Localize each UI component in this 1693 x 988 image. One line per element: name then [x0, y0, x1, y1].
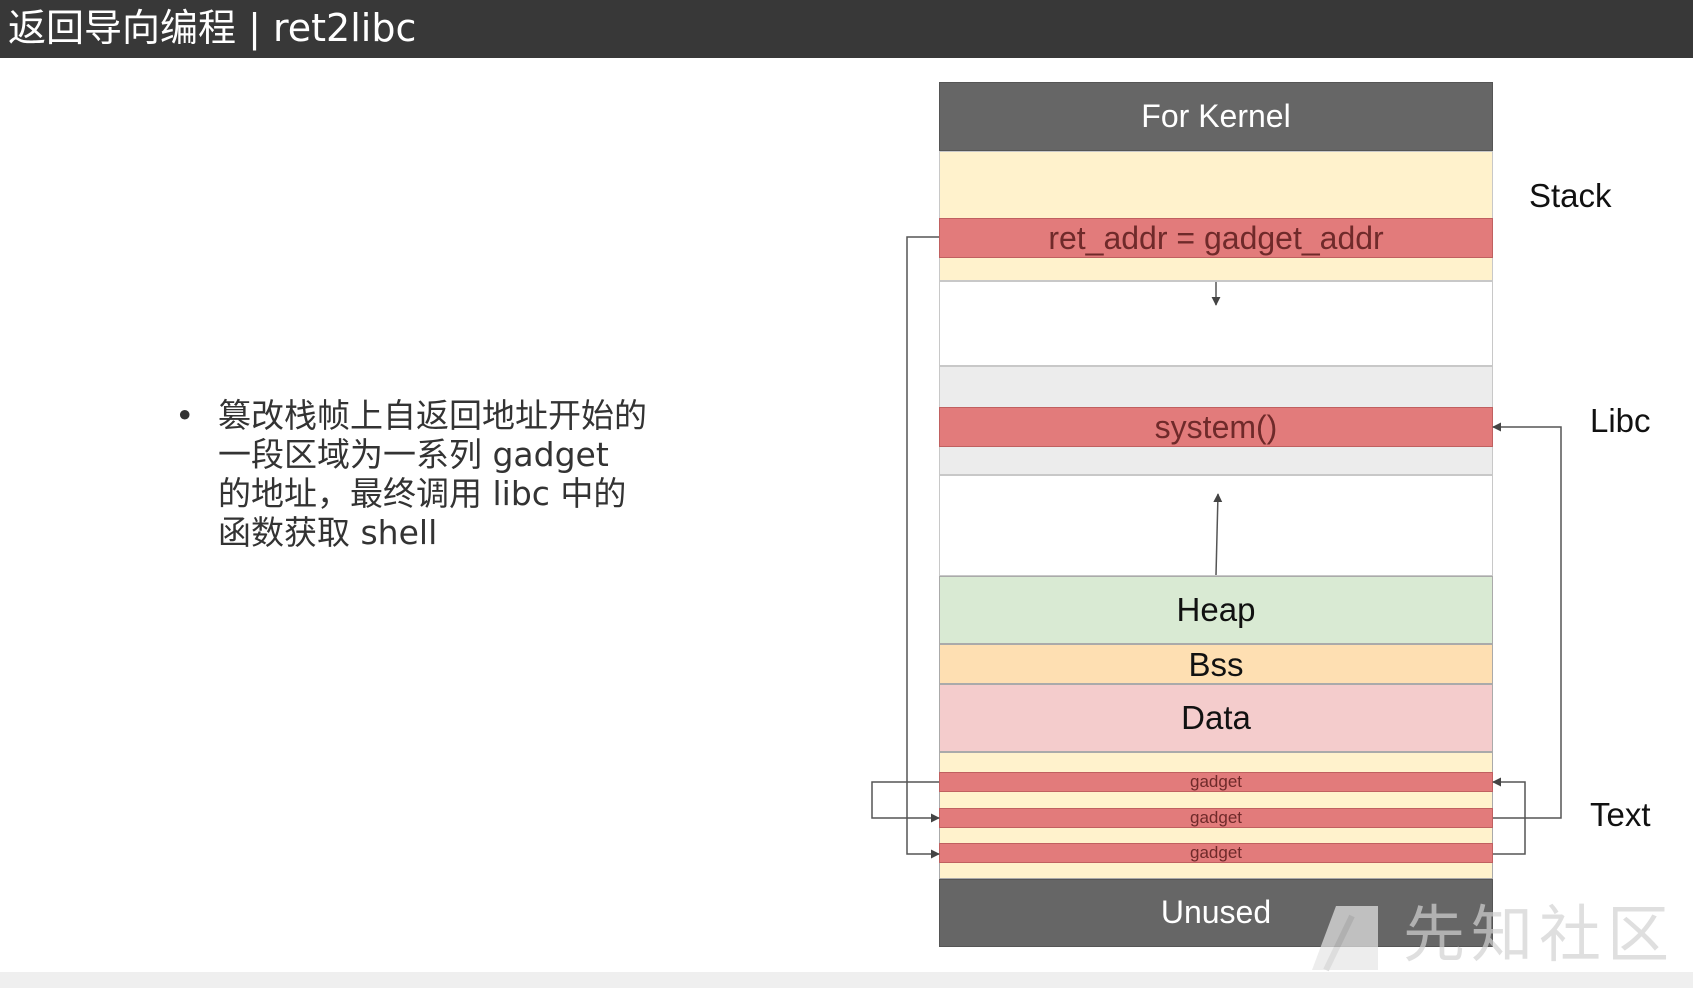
gadget-cell: gadget	[939, 843, 1493, 863]
gadget-label: gadget	[1190, 772, 1242, 791]
libc-region-label: Libc	[1590, 402, 1651, 439]
heap-segment: Heap	[939, 576, 1493, 644]
bullet-text: 篡改栈帧上自返回地址开始的一段区域为一系列 gadget 的地址，最终调用 li…	[218, 396, 647, 552]
unused-segment: Unused	[939, 879, 1493, 947]
bss-label: Bss	[1188, 646, 1244, 683]
heap-growth-arrow	[1213, 493, 1223, 576]
bss-segment: Bss	[939, 644, 1493, 684]
watermark: 先知社区	[1308, 898, 1693, 972]
ret-addr-cell: ret_addr = gadget_addr	[939, 218, 1493, 258]
gadget-cell: gadget	[939, 808, 1493, 828]
watermark-text: 先知社区	[1403, 898, 1676, 971]
stack-region-label: Stack	[1529, 177, 1612, 214]
ret-to-gadget-connector	[906, 236, 940, 859]
watermark-logo-icon	[1312, 906, 1378, 972]
text-to-libc-connector	[1492, 422, 1562, 819]
gadget-label: gadget	[1190, 843, 1242, 862]
system-cell: system()	[939, 407, 1493, 447]
data-label: Data	[1181, 699, 1251, 736]
text-region-label: Text	[1590, 796, 1651, 833]
heap-label: Heap	[1176, 591, 1256, 628]
system-label: system()	[1154, 409, 1278, 445]
bullet-marker: •	[175, 396, 195, 435]
page-title: 返回导向编程 | ret2libc	[8, 6, 417, 50]
kernel-segment: For Kernel	[939, 82, 1493, 151]
unused-label: Unused	[1160, 894, 1272, 930]
title-bar: 返回导向编程 | ret2libc	[0, 0, 1693, 58]
stack-segment	[939, 151, 1493, 281]
kernel-label: For Kernel	[1141, 98, 1291, 134]
bottom-strip	[0, 972, 1693, 988]
ret-addr-label: ret_addr = gadget_addr	[1048, 220, 1384, 256]
gadget-chain-connector	[871, 781, 940, 823]
data-segment: Data	[939, 684, 1493, 752]
gadget-label: gadget	[1190, 808, 1242, 827]
